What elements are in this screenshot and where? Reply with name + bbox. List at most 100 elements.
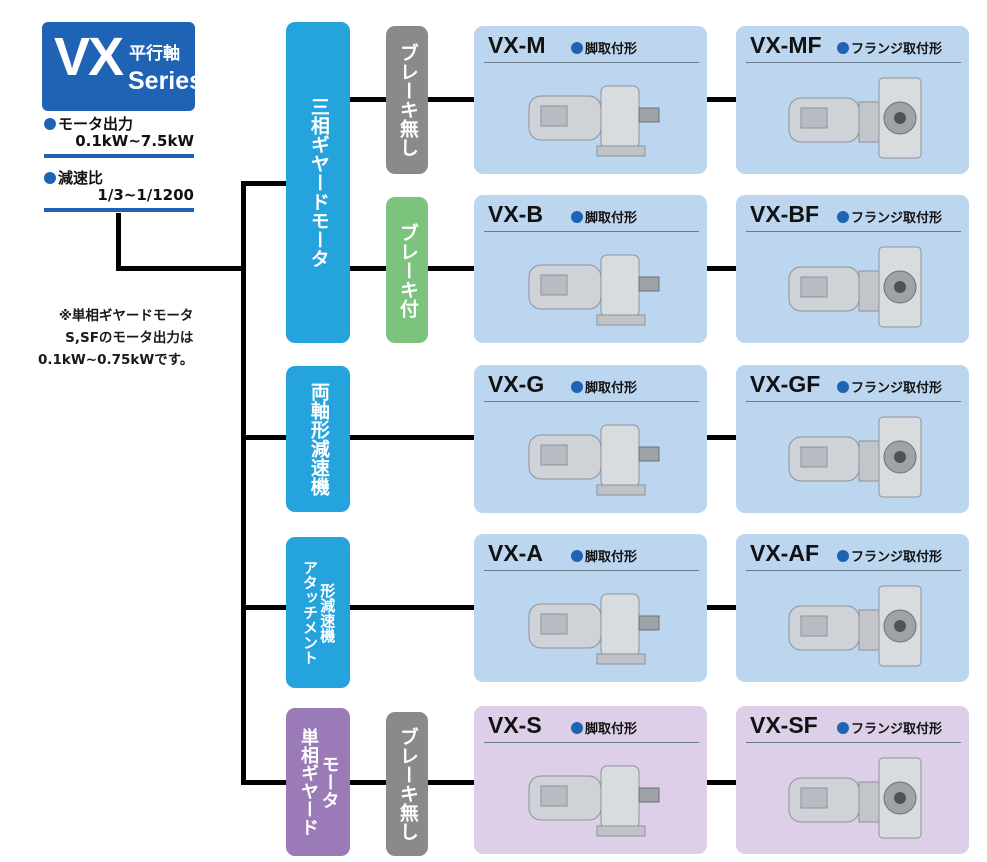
logo-series: Series bbox=[128, 67, 204, 95]
connector-branch-1 bbox=[241, 181, 287, 186]
connector-row1-c bbox=[706, 97, 736, 102]
product-mount-type: 脚取付形 bbox=[571, 377, 637, 396]
bullet-dot-icon bbox=[571, 211, 583, 223]
card-underline bbox=[484, 742, 699, 743]
category-label: 三相ギヤードモータ bbox=[307, 97, 330, 268]
connector-row4-c bbox=[706, 605, 736, 610]
bullet-dot-icon bbox=[571, 381, 583, 393]
mount-label: 脚取付形 bbox=[585, 211, 638, 226]
brake-label: ブレーキ無し bbox=[396, 727, 419, 841]
spec-output-value: 0.1kW~7.5kW bbox=[75, 132, 194, 150]
product-card-vx-m[interactable]: VX-M 脚取付形 bbox=[474, 26, 707, 174]
product-card-vx-g[interactable]: VX-G 脚取付形 bbox=[474, 365, 707, 513]
product-mount-type: フランジ取付形 bbox=[837, 718, 942, 737]
product-card-vx-bf[interactable]: VX-BF フランジ取付形 bbox=[736, 195, 969, 343]
connector-branch-2 bbox=[241, 435, 287, 440]
logo-parallel-shaft: 平行軸 bbox=[129, 44, 180, 64]
bullet-dot-icon bbox=[44, 118, 56, 130]
product-mount-type: フランジ取付形 bbox=[837, 38, 942, 57]
product-model: VX-M bbox=[488, 32, 546, 58]
bullet-dot-icon bbox=[837, 211, 849, 223]
connector-row5-a bbox=[350, 780, 386, 785]
connector-spec-right bbox=[116, 266, 246, 271]
card-underline bbox=[746, 742, 961, 743]
product-mount-type: 脚取付形 bbox=[571, 718, 637, 737]
note-line: ※単相ギヤードモータ bbox=[58, 308, 194, 324]
product-model: VX-A bbox=[488, 540, 543, 566]
spec-divider bbox=[44, 208, 194, 212]
product-model: VX-S bbox=[488, 712, 542, 738]
foot-mount-gearmotor-icon bbox=[528, 85, 660, 157]
spec-divider bbox=[44, 154, 194, 158]
spec-output-label: モータ出力 bbox=[44, 113, 133, 134]
product-card-vx-mf[interactable]: VX-MF フランジ取付形 bbox=[736, 26, 969, 174]
product-card-vx-gf[interactable]: VX-GF フランジ取付形 bbox=[736, 365, 969, 513]
mount-label: 脚取付形 bbox=[585, 42, 638, 57]
connector-trunk bbox=[241, 183, 246, 785]
brake-label: ブレーキ無し bbox=[396, 43, 419, 157]
card-underline bbox=[484, 231, 699, 232]
product-card-vx-s[interactable]: VX-S 脚取付形 bbox=[474, 706, 707, 854]
card-underline bbox=[484, 401, 699, 402]
brake-none-box: ブレーキ無し bbox=[386, 712, 428, 856]
product-card-vx-af[interactable]: VX-AF フランジ取付形 bbox=[736, 534, 969, 682]
card-underline bbox=[746, 570, 961, 571]
card-underline bbox=[746, 62, 961, 63]
product-model: VX-GF bbox=[750, 371, 821, 397]
category-label: 単相ギヤード bbox=[298, 728, 319, 836]
category-attachment-reducer: アタッチメント 形減速機 bbox=[286, 537, 350, 688]
foot-mount-gearmotor-icon bbox=[528, 254, 660, 326]
product-mount-type: フランジ取付形 bbox=[837, 377, 942, 396]
card-underline bbox=[746, 401, 961, 402]
bullet-dot-icon bbox=[837, 42, 849, 54]
bullet-dot-icon bbox=[837, 381, 849, 393]
foot-mount-gearmotor-icon bbox=[528, 593, 660, 665]
card-underline bbox=[746, 231, 961, 232]
category-double-shaft-reducer: 両軸形減速機 bbox=[286, 366, 350, 512]
category-label: モータ bbox=[318, 755, 340, 809]
bullet-dot-icon bbox=[837, 550, 849, 562]
mount-label: 脚取付形 bbox=[585, 381, 638, 396]
vx-series-logo: VX 平行軸 Series bbox=[42, 22, 203, 111]
connector-row3-b bbox=[350, 435, 474, 440]
category-label: アタッチメント bbox=[301, 560, 319, 665]
single-phase-note: ※単相ギヤードモータ S,SFのモータ出力は 0.1kW~0.75kWです。 bbox=[38, 305, 193, 371]
bullet-dot-icon bbox=[571, 550, 583, 562]
bullet-dot-icon bbox=[44, 172, 56, 184]
connector-branch-3 bbox=[241, 605, 287, 610]
flange-mount-gearmotor-icon bbox=[788, 77, 922, 159]
brake-label: ブレーキ付 bbox=[396, 222, 419, 318]
bullet-dot-icon bbox=[571, 722, 583, 734]
category-label: 形減速機 bbox=[318, 582, 337, 643]
bullet-dot-icon bbox=[571, 42, 583, 54]
mount-label: フランジ取付形 bbox=[851, 211, 943, 226]
product-mount-type: 脚取付形 bbox=[571, 207, 637, 226]
product-model: VX-G bbox=[488, 371, 545, 397]
mount-label: フランジ取付形 bbox=[851, 550, 943, 565]
connector-row3-c bbox=[706, 435, 736, 440]
product-mount-type: フランジ取付形 bbox=[837, 207, 942, 226]
product-mount-type: フランジ取付形 bbox=[837, 546, 942, 565]
card-underline bbox=[484, 62, 699, 63]
mount-label: フランジ取付形 bbox=[851, 722, 943, 737]
connector-row2-a bbox=[350, 266, 386, 271]
brake-none-box: ブレーキ無し bbox=[386, 26, 428, 174]
product-model: VX-MF bbox=[750, 32, 822, 58]
connector-branch-4 bbox=[241, 780, 287, 785]
product-model: VX-AF bbox=[750, 540, 819, 566]
connector-spec-down bbox=[116, 213, 121, 270]
connector-row2-c bbox=[706, 266, 736, 271]
spec-ratio-value: 1/3~1/1200 bbox=[97, 186, 194, 204]
connector-row2-b bbox=[428, 266, 474, 271]
foot-mount-gearmotor-icon bbox=[528, 424, 660, 496]
mount-label: フランジ取付形 bbox=[851, 381, 943, 396]
mount-label: 脚取付形 bbox=[585, 722, 638, 737]
product-model: VX-BF bbox=[750, 201, 819, 227]
category-single-phase-gearmotor: 単相ギヤード モータ bbox=[286, 708, 350, 856]
flange-mount-gearmotor-icon bbox=[788, 757, 922, 839]
note-line: 0.1kW~0.75kWです。 bbox=[38, 352, 194, 368]
mount-label: フランジ取付形 bbox=[851, 42, 943, 57]
